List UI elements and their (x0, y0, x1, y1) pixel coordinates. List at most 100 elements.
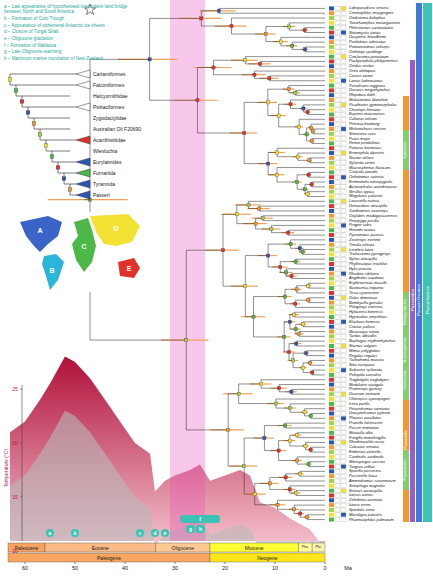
axis-tick-label: 30 (172, 566, 178, 572)
region-box (341, 281, 346, 285)
branch-line (299, 336, 325, 337)
event-letter: b (73, 531, 76, 536)
node-marker (260, 382, 263, 385)
region-box (329, 450, 334, 454)
region-box (329, 209, 334, 213)
node-marker (185, 338, 188, 341)
node-marker (284, 476, 287, 479)
region-box (329, 103, 334, 107)
epoch-bar (298, 543, 312, 552)
branch-line (308, 114, 325, 115)
species-name: Spindalis zena (349, 508, 374, 512)
axis-tick-label: 25 (12, 387, 18, 392)
region-box (341, 426, 346, 430)
event-note: e – Oligocene glaciation (4, 36, 144, 41)
species-name: Pardalotus rubricatus (349, 40, 386, 44)
branch-line (306, 350, 325, 351)
branch-line (260, 61, 325, 62)
region-box (329, 349, 334, 353)
region-box (335, 16, 340, 20)
region-box (329, 436, 334, 440)
period-bar (210, 553, 325, 562)
region-box (335, 228, 340, 232)
region-box (341, 233, 346, 237)
axis-tick-label: 15 (12, 495, 18, 500)
branch-line (309, 461, 325, 462)
node-marker (303, 29, 306, 32)
species-name: Seiurus aurocapilla (349, 489, 382, 493)
event-marker (196, 525, 205, 533)
node-marker (298, 125, 301, 128)
node-marker (288, 488, 291, 491)
branch-line (201, 26, 231, 27)
species-name: Eremomela icteropygialis (349, 180, 392, 184)
region-box (329, 161, 334, 165)
branch-line (268, 267, 280, 268)
region-box (341, 373, 346, 377)
epoch-bar (312, 543, 325, 552)
region-box (341, 248, 346, 252)
branch-line (288, 235, 325, 236)
species-name: Nicator chloris (349, 156, 374, 160)
branch-line (313, 128, 325, 129)
node-marker (288, 320, 291, 323)
inset-branch (10, 85, 16, 86)
branch-line (292, 49, 305, 50)
event-note: d – Closure of Turgai Strait (4, 29, 144, 34)
branch-line (279, 391, 291, 392)
clade-name: Halcyornithidae (93, 94, 127, 99)
species-name: Dicrurus megarhynchus (349, 88, 390, 92)
epoch-label: Paleocene (15, 545, 39, 550)
region-box (335, 291, 340, 295)
branch-line (214, 60, 246, 61)
node-marker (296, 459, 299, 462)
node-marker (292, 313, 295, 316)
axis-unit: Ma (344, 566, 352, 572)
clade-name: Australian Oli F20690 (93, 127, 141, 132)
region-box (341, 392, 346, 396)
region-box (341, 325, 346, 329)
region-box (335, 334, 340, 338)
axis-tick (20, 497, 22, 498)
region-box (335, 127, 340, 131)
branch-line (311, 124, 325, 125)
region-box (335, 190, 340, 194)
species-name: Oriolus oriolus (349, 64, 374, 68)
region-box (329, 122, 334, 126)
region-e (118, 258, 140, 278)
species-name: Passer montanus (349, 426, 379, 430)
species-name: Sylvia atricapilla (349, 257, 377, 261)
clade-label: Passeriformes (425, 286, 429, 314)
branch-line (299, 119, 325, 120)
branch-line (305, 51, 325, 52)
event-marker (186, 525, 195, 533)
branch-line (296, 264, 325, 265)
region-box (341, 190, 346, 194)
region-box (335, 310, 340, 314)
branch-line (279, 104, 291, 105)
region-box (329, 243, 334, 247)
region-box (341, 354, 346, 358)
region-box (335, 204, 340, 208)
node-marker (279, 265, 282, 268)
species-name: Promerops gurneyi (349, 387, 382, 391)
event-note: a – Last appearance of hypothesised inte… (4, 4, 144, 15)
region-box (335, 209, 340, 213)
region-box (341, 64, 346, 68)
event-marker (161, 529, 169, 537)
region-letter: D (113, 225, 118, 232)
species-name: Fringilla montifringilla (349, 436, 386, 440)
region-box (329, 484, 334, 488)
branch-line (291, 278, 325, 279)
branch-line (291, 100, 325, 101)
epoch-bar (156, 543, 211, 552)
region-box (329, 170, 334, 174)
region-box (329, 518, 334, 522)
region-box (335, 469, 340, 473)
region-box (329, 262, 334, 266)
region-box (341, 214, 346, 218)
region-box (329, 286, 334, 290)
region-box (335, 79, 340, 83)
region-letter: C (81, 243, 86, 250)
region-box (335, 426, 340, 430)
